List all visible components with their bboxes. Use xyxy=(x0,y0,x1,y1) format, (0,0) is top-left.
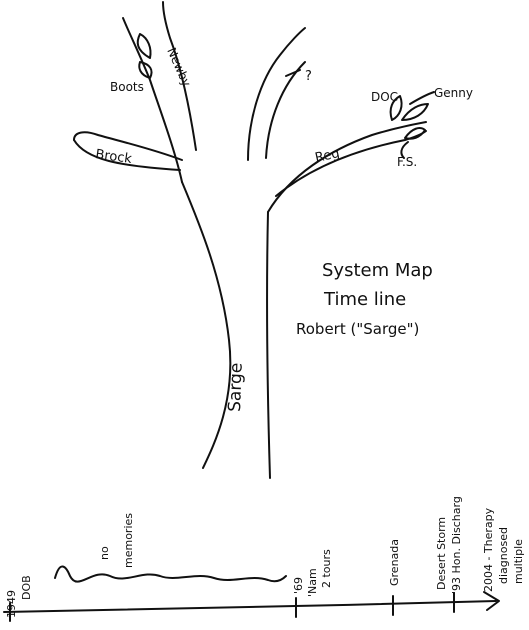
branch-upper-left-outer xyxy=(122,17,183,183)
pointer-genny xyxy=(409,91,435,105)
timeline-label-2-tours: 2 tours xyxy=(320,549,333,588)
timeline-label-desert-storm: Desert Storm xyxy=(435,517,448,590)
leaf-top xyxy=(136,33,152,59)
leaf-genny xyxy=(401,103,429,121)
timeline-label-memories: memories xyxy=(122,513,135,568)
title-line-robert-sarge: Robert ("Sarge") xyxy=(296,320,419,338)
branch-label-reg: Reg xyxy=(314,146,341,166)
timeline-label-2004-therapy: 2004 - Therapy xyxy=(482,507,495,592)
trunk-left-outline xyxy=(181,181,232,469)
branch-label-question: ? xyxy=(305,69,312,84)
leaf-fs xyxy=(404,127,426,140)
timeline-label-grenada: Grenada xyxy=(388,539,401,586)
no-memories-wavy-line xyxy=(54,565,287,583)
timeline-label-no: no xyxy=(98,546,111,560)
timeline-arrowhead xyxy=(483,591,500,611)
timeline-label-hon-discharg: '93 Hon. Discharg xyxy=(450,496,463,594)
leaf-doc xyxy=(389,95,403,121)
timeline-label-multiple: multiple xyxy=(512,539,525,584)
branch-label-fs: F.S. xyxy=(397,155,417,169)
title-line-system-map: System Map xyxy=(322,260,433,281)
timeline-label-dob: DOB xyxy=(20,575,33,600)
timeline-axis xyxy=(3,600,497,613)
branch-upper-left-inner xyxy=(162,1,197,151)
branch-label-brock: Brock xyxy=(94,147,133,167)
timeline-label-diagnosed: diagnosed xyxy=(497,527,510,584)
trunk-right-outline xyxy=(265,211,271,479)
branch-brock-upper xyxy=(73,131,183,161)
branch-brock-lower xyxy=(73,139,181,171)
branch-label-doc: DOC xyxy=(371,90,398,104)
leaf-boots xyxy=(138,61,153,79)
branch-question-inner xyxy=(265,61,306,159)
title-line-time-line: Time line xyxy=(323,289,406,310)
timeline-label-1949: 1949 xyxy=(5,590,18,618)
pointer-fs xyxy=(400,141,409,159)
branch-label-boots: Boots xyxy=(110,80,144,94)
timeline-label-nam: 'Nam xyxy=(306,568,319,597)
question-tick-mark xyxy=(285,69,301,77)
branch-question-outer xyxy=(247,27,306,161)
branch-label-newby: Newby xyxy=(164,46,193,89)
trunk-label-sarge: Sarge xyxy=(225,362,247,412)
branch-label-genny: Genny xyxy=(434,86,473,100)
timeline-label-69: '69 xyxy=(292,577,305,594)
